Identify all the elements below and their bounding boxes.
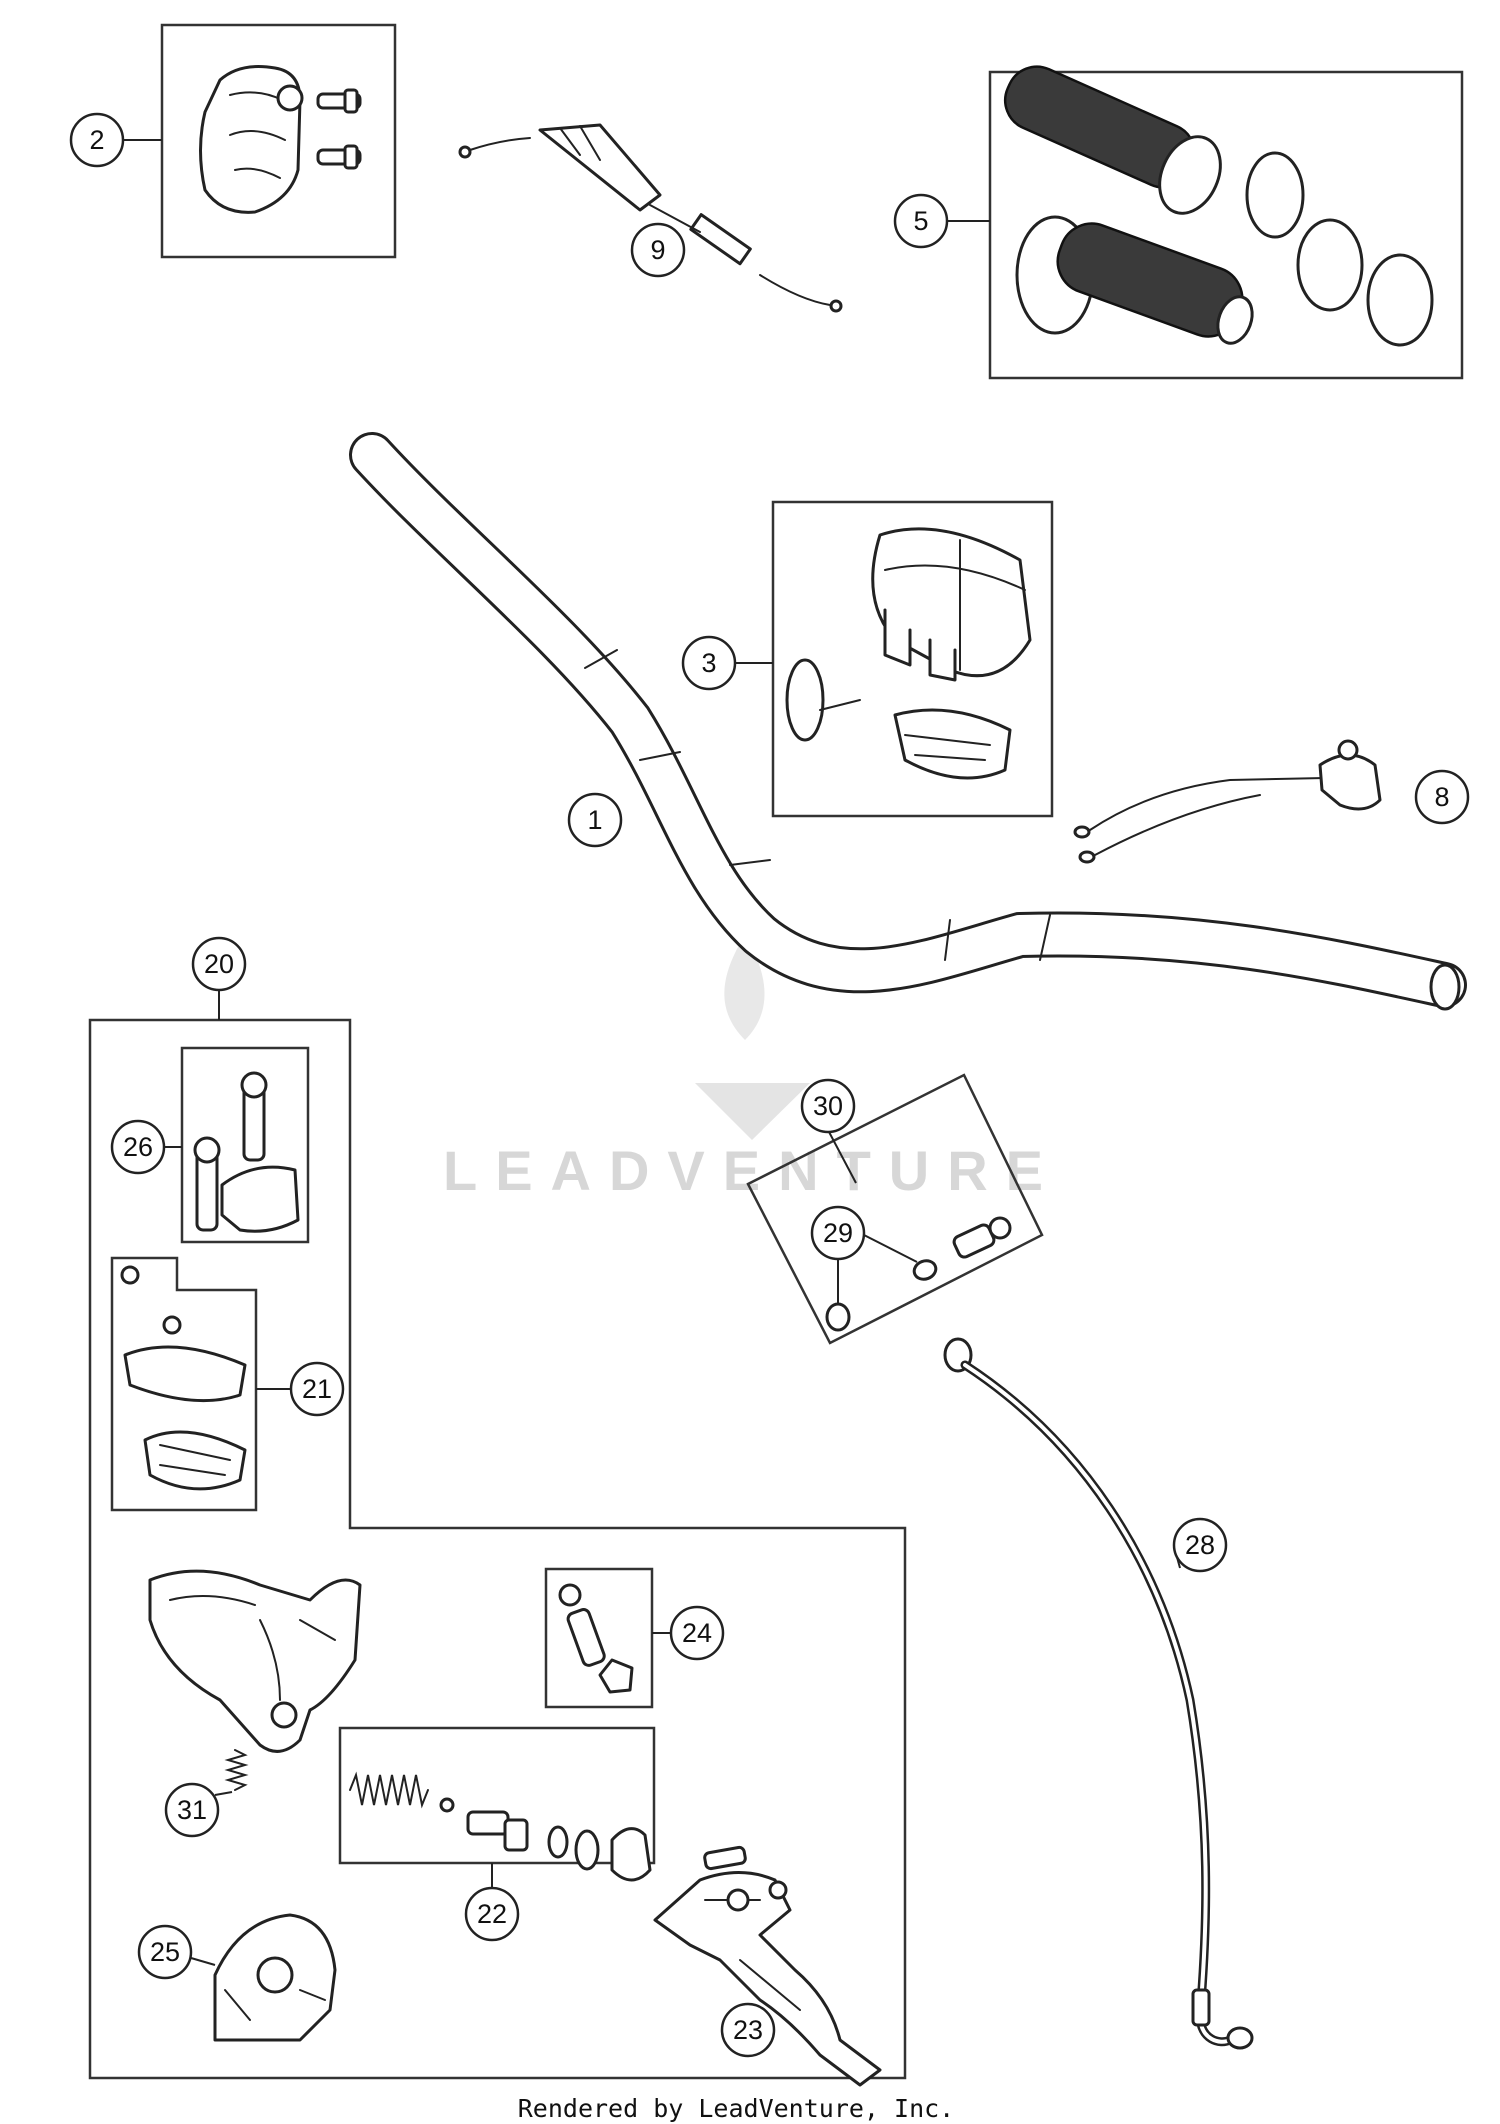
callout-5-label: 5	[913, 206, 928, 236]
callout-2-label: 2	[89, 125, 104, 155]
leader-29a	[861, 1233, 918, 1263]
part-25-cover	[213, 1913, 337, 2042]
callout-8	[1414, 769, 1470, 825]
callout-30	[800, 1078, 856, 1134]
callout-24-label: 24	[682, 1618, 712, 1648]
callout-28-label: 28	[1185, 1530, 1215, 1560]
callout-29-label: 29	[823, 1218, 853, 1248]
part-9-throttle-cable	[458, 123, 843, 313]
callout-20-label: 20	[204, 949, 234, 979]
callout-25	[137, 1924, 193, 1980]
part-21-box	[110, 1256, 258, 1512]
part-21-reservoir-cap	[120, 1265, 247, 1491]
part-26-box	[180, 1046, 310, 1244]
callout-5	[893, 193, 949, 249]
callout-2	[69, 112, 125, 168]
part-8-switch	[1073, 739, 1382, 864]
part-2-switch-housing	[199, 65, 362, 214]
part-22-box	[338, 1726, 656, 1865]
part-3-box	[771, 500, 1054, 818]
part-31-spring	[224, 1749, 249, 1791]
callout-23	[720, 2002, 776, 2058]
callout-30-label: 30	[813, 1091, 843, 1121]
callout-25-label: 25	[150, 1937, 180, 1967]
part-5-grips	[1003, 65, 1434, 347]
callout-23-label: 23	[733, 2015, 763, 2045]
part-3-bar-pad	[785, 527, 1032, 780]
callout-22-label: 22	[477, 1899, 507, 1929]
master-cylinder-body	[148, 1569, 362, 1753]
callout-29	[810, 1205, 866, 1261]
leadventure-watermark: LEADVENTURE	[443, 935, 1061, 1202]
callout-26-label: 26	[123, 1132, 153, 1162]
callout-1-label: 1	[587, 805, 602, 835]
part-30-box	[746, 1073, 1044, 1345]
callout-28	[1172, 1517, 1228, 1573]
watermark-v-icon	[695, 1083, 810, 1140]
callout-8-label: 8	[1434, 782, 1449, 812]
callout-9-label: 9	[650, 235, 665, 265]
callout-26	[110, 1119, 166, 1175]
part-28-brake-line	[943, 1337, 1254, 2050]
watermark-text: LEADVENTURE	[443, 1139, 1061, 1202]
callout-20	[191, 936, 247, 992]
callout-31	[164, 1782, 220, 1838]
part-5-box	[988, 70, 1464, 380]
watermark-flame-icon	[724, 935, 765, 1040]
part-24-pivot-bolt	[558, 1583, 634, 1694]
callout-21	[289, 1361, 345, 1417]
part-23-brake-lever	[653, 1845, 882, 2087]
leader-31	[214, 1791, 233, 1796]
part-24-box	[544, 1567, 654, 1709]
leader-30	[827, 1129, 857, 1184]
callout-22	[464, 1886, 520, 1942]
callout-3	[681, 635, 737, 691]
footer-credit: Rendered by LeadVenture, Inc.	[0, 2094, 1500, 2123]
part-29-o-rings	[825, 1216, 1012, 1332]
callout-21-label: 21	[302, 1374, 332, 1404]
callout-31-label: 31	[177, 1795, 207, 1825]
callout-9	[630, 222, 686, 278]
part-26-clamp	[193, 1071, 300, 1233]
part-1-handlebar	[349, 432, 1467, 1011]
callout-24	[669, 1605, 725, 1661]
part-20-assembly-outline	[88, 1018, 907, 2080]
part-22-piston-kit	[349, 1771, 652, 1882]
callout-1	[567, 792, 623, 848]
leader-25	[190, 1957, 216, 1966]
callout-3-label: 3	[701, 648, 716, 678]
footer-credit-text: Rendered by LeadVenture, Inc.	[517, 2094, 955, 2123]
